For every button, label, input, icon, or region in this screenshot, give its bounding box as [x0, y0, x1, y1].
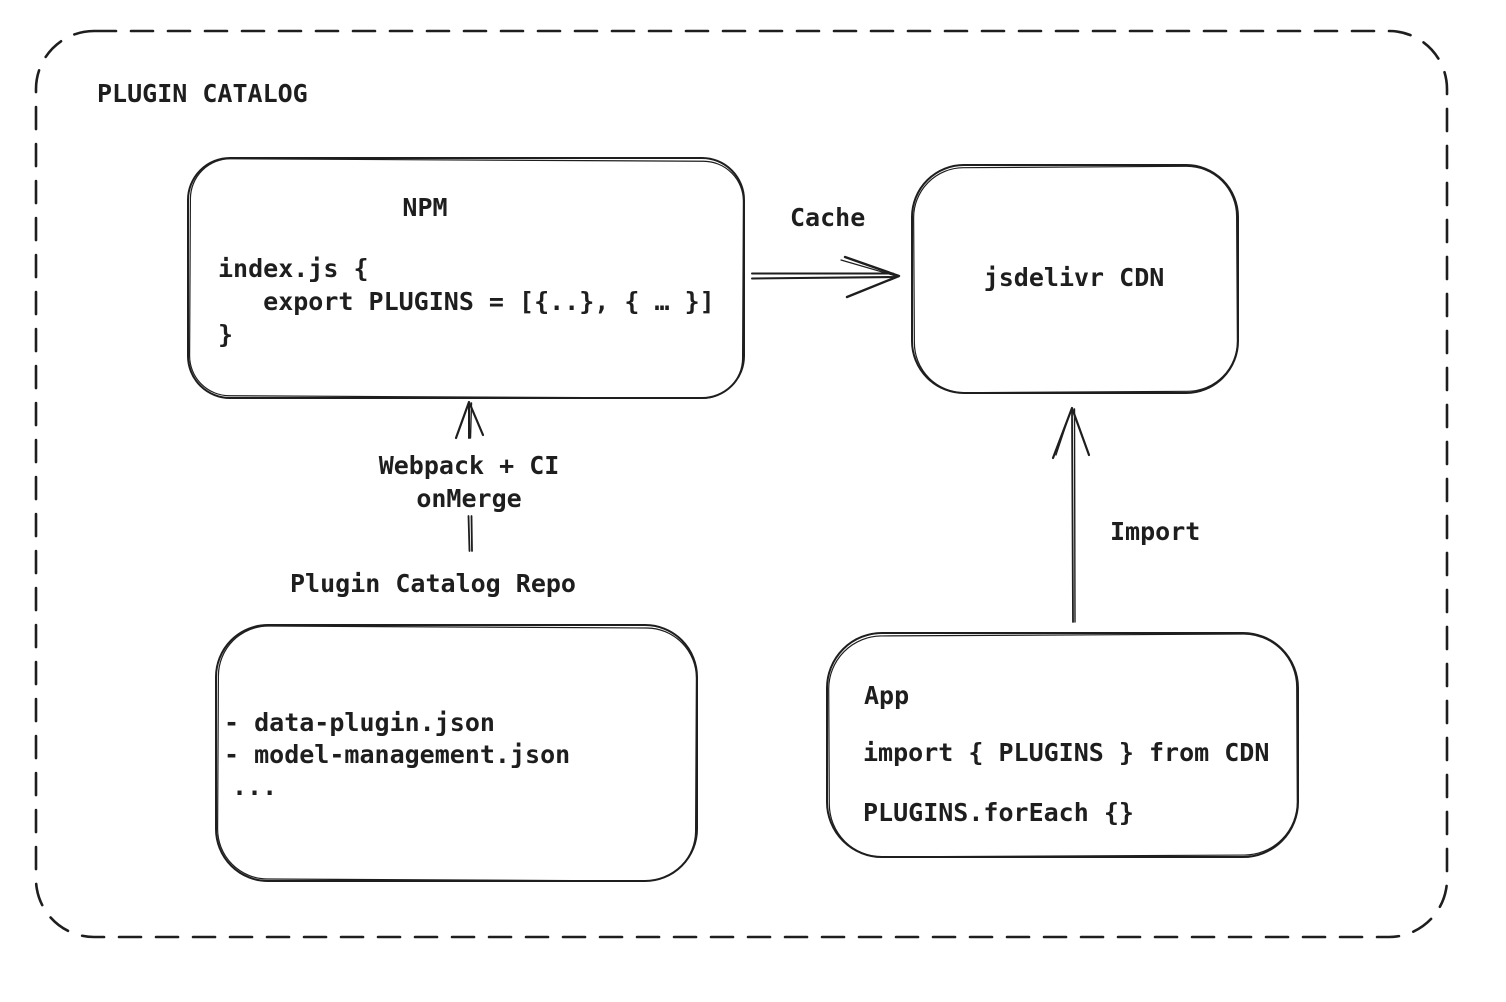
build-arrowhead: [454, 400, 485, 440]
app-box: [826, 632, 1299, 858]
app-code-line-1: import { PLUGINS } from CDN: [863, 738, 1270, 767]
import-arrow: [1051, 406, 1091, 623]
catalog-boundary: [34, 29, 1449, 939]
import-arrowhead-sketch: [1055, 409, 1072, 456]
cache-arrow: [751, 255, 901, 299]
repo-file-item: - model-management.json: [224, 740, 571, 769]
repo-box-outline-sketch: [216, 625, 697, 882]
build-arrow-label-line1: Webpack + CI: [378, 451, 560, 480]
cdn-box-outline-sketch: [913, 165, 1238, 394]
npm-box-title: NPM: [402, 193, 448, 222]
app-box-title: App: [864, 681, 910, 710]
catalog-boundary-rect: [34, 29, 1449, 939]
cache-arrowhead-sketch: [840, 259, 897, 277]
repo-box-title: Plugin Catalog Repo: [290, 569, 576, 598]
build-arrow-connector-sketch: [470, 515, 473, 552]
cache-arrow-label: Cache: [790, 203, 866, 232]
repo-box: [215, 624, 698, 882]
diagram-title: PLUGIN CATALOG: [97, 79, 308, 108]
app-box-outline: [826, 632, 1299, 858]
build-arrow-connector: [467, 515, 471, 552]
cdn-box-label: jsdelivr CDN: [983, 263, 1165, 292]
npm-code-line-2: export PLUGINS = [{..}, { … }]: [218, 287, 715, 316]
repo-file-item: ...: [232, 772, 278, 801]
cache-arrowhead: [843, 255, 901, 299]
build-arrow-label-line2: onMerge: [416, 484, 522, 513]
app-box-outline-sketch: [828, 633, 1298, 858]
repo-file-item: - data-plugin.json: [224, 708, 495, 737]
cache-arrow-shaft-bottom: [751, 276, 897, 280]
cdn-box-outline: [911, 164, 1239, 394]
npm-code-line-1: index.js {: [218, 254, 369, 283]
import-arrow-label: Import: [1110, 517, 1201, 546]
app-code-line-2: PLUGINS.forEach {}: [863, 798, 1134, 827]
build-arrow: [454, 400, 485, 552]
npm-code-line-3: }: [218, 320, 234, 349]
import-arrow-shaft-sketch: [1073, 408, 1076, 623]
npm-box-outline-sketch: [188, 158, 745, 399]
cdn-box: [911, 164, 1239, 394]
import-arrowhead: [1051, 406, 1091, 460]
import-arrow-shaft: [1071, 408, 1074, 623]
npm-box: [187, 157, 745, 399]
repo-box-outline: [215, 624, 698, 882]
npm-box-outline: [187, 157, 745, 399]
